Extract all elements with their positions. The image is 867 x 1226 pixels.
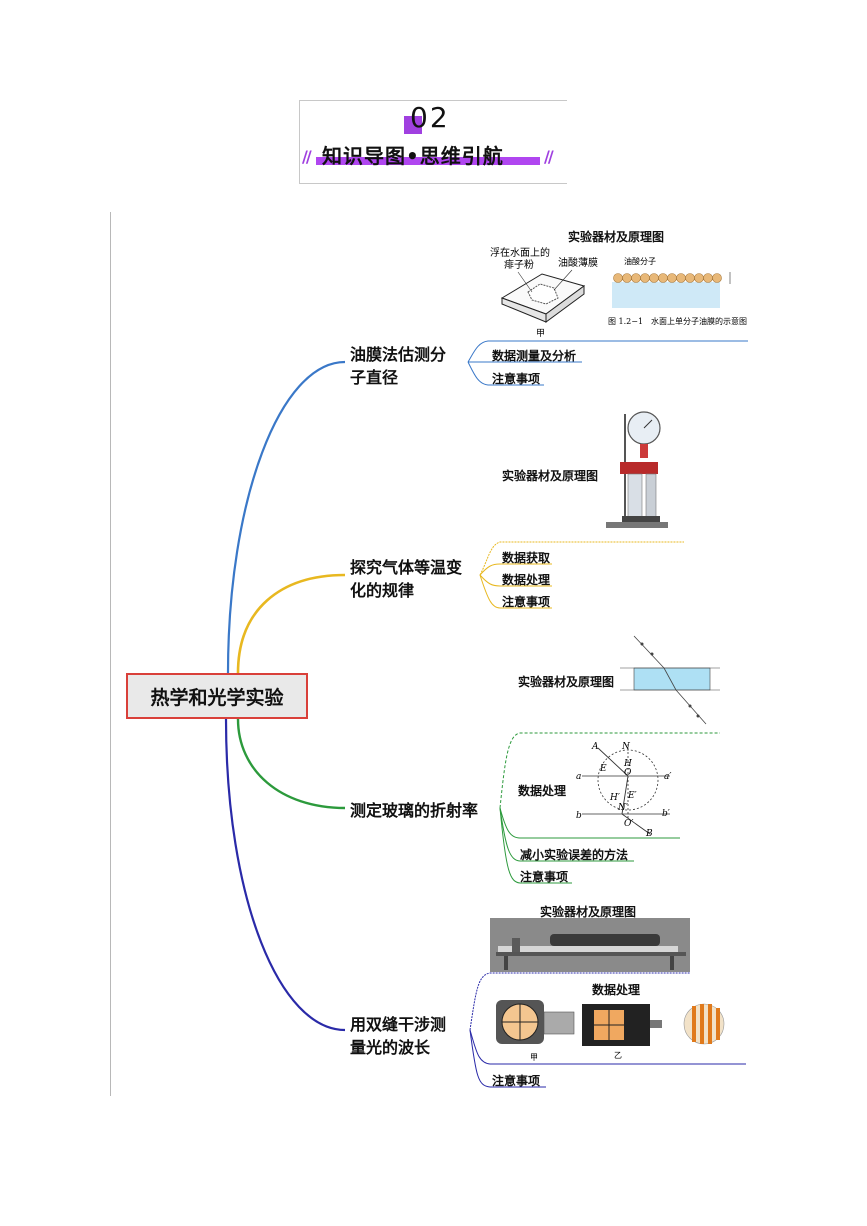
label-a-prime: a′	[664, 772, 671, 782]
left-slash-decoration: //	[302, 147, 312, 166]
label-N-prime: N′	[617, 803, 628, 813]
connector-b4-figure	[469, 972, 690, 1031]
branch-1-title-line-1: 油膜法估测分	[350, 345, 447, 364]
connector-b3-leaf1	[499, 807, 634, 862]
branch-1-title: 油膜法估测分 子直径	[350, 343, 446, 389]
branch-4-figure-title: 实验器材及原理图	[540, 905, 637, 919]
branch-1-leaf-1: 数据测量及分析	[492, 349, 577, 363]
branch-3-leaf-2: 注意事项	[520, 870, 569, 884]
label-O-prime: O′	[624, 819, 633, 829]
interference-measurement-figure: 甲 乙	[496, 1000, 725, 1062]
branch-3-data-title: 数据处理	[518, 784, 567, 798]
connector-b2-figure	[479, 541, 684, 576]
connector-b3-data	[499, 807, 680, 839]
label-N: N	[621, 742, 631, 752]
label-A: A	[591, 742, 599, 752]
branch-2-title-line-1: 探究气体等温变	[350, 558, 463, 577]
branch-4-leaf-1: 注意事项	[492, 1074, 541, 1088]
label-a: a	[576, 772, 581, 782]
connector-branch-4	[224, 718, 346, 1032]
gas-apparatus-figure	[606, 411, 668, 528]
connector-b3-figure	[499, 732, 720, 809]
branch-4-title: 用双缝干涉测 量光的波长	[350, 1013, 446, 1059]
branch-3-leaf-1: 减小实验误差的方法	[520, 848, 629, 862]
section-header	[299, 100, 567, 184]
label-B: B	[645, 829, 653, 838]
branch-2-leaf-1: 数据获取	[502, 551, 551, 565]
label-b: b	[576, 811, 582, 821]
label-oil-molecule: 油酸分子	[624, 256, 656, 266]
connector-b2-leaf3	[479, 574, 552, 609]
label-E: E	[599, 764, 607, 774]
section-number: 02	[410, 101, 450, 134]
branch-1-leaf-2: 注意事项	[492, 372, 541, 386]
label-H: H	[623, 759, 632, 769]
branch-3-title: 测定玻璃的折射率	[350, 799, 478, 822]
connector-b1-figure	[467, 340, 748, 363]
branch-2-leaf-3: 注意事项	[502, 595, 551, 609]
connector-branch-2	[236, 573, 346, 674]
left-margin-rule	[110, 212, 111, 1096]
section-title: 知识导图•思维引航	[322, 144, 504, 168]
label-O: O	[624, 768, 632, 778]
number-highlight	[404, 116, 422, 134]
label-jia: 甲	[536, 328, 545, 339]
label-oil-film: 油酸薄膜	[558, 256, 598, 269]
branch-4-title-line-2: 量光的波长	[350, 1038, 431, 1057]
branch-4-data-title: 数据处理	[592, 983, 641, 997]
title-highlight-bar	[316, 157, 540, 165]
right-slash-decoration: //	[544, 147, 554, 166]
oil-molecule-row	[613, 273, 722, 283]
connector-b4-leaf1	[469, 1029, 546, 1088]
connector-b2-leaf2	[479, 574, 552, 587]
branch-2-leaf-2: 数据处理	[502, 573, 551, 587]
connector-branch-3	[236, 718, 346, 810]
label-b-prime: b′	[662, 809, 670, 819]
label-powder-line-2: 痱子粉	[504, 258, 534, 271]
connector-b4-data	[469, 1029, 746, 1065]
connector-b1-leaf2	[467, 361, 544, 386]
oil-film-figure: 浮在水面上的 痱子粉 油酸薄膜 甲 油酸分子 图 1.2−1 水面上单分子油膜的…	[490, 246, 747, 339]
label-H-prime: H′	[609, 793, 620, 803]
branch-2-figure-title: 实验器材及原理图	[502, 469, 599, 483]
label-yi: 乙	[614, 1051, 622, 1060]
label-powder-line-1: 浮在水面上的	[490, 246, 550, 259]
branch-2-title-line-2: 化的规律	[350, 581, 415, 600]
label-jia-2: 甲	[530, 1053, 538, 1062]
refraction-setup-figure	[620, 635, 720, 725]
branch-4-title-line-1: 用双缝干涉测	[350, 1015, 447, 1034]
oil-film-caption: 图 1.2−1 水面上单分子油膜的示意图	[608, 316, 747, 326]
branch-3-figure-title: 实验器材及原理图	[518, 675, 615, 689]
branch-3-title-line-1: 测定玻璃的折射率	[350, 801, 479, 820]
branch-1-figure-title: 实验器材及原理图	[568, 230, 665, 244]
double-slit-apparatus-figure	[490, 918, 690, 972]
branch-2-title: 探究气体等温变 化的规律	[350, 556, 462, 602]
branch-1-title-line-2: 子直径	[350, 368, 399, 387]
connector-b3-leaf2	[499, 807, 572, 884]
root-node: 热学和光学实验	[126, 673, 308, 719]
connector-branch-1	[226, 360, 346, 674]
label-E-prime: E′	[627, 791, 637, 801]
connector-b2-leaf1	[479, 563, 552, 576]
refraction-diagram: A N E H O a a′ H′ E′ N′ b b′ O′ B	[576, 742, 671, 838]
